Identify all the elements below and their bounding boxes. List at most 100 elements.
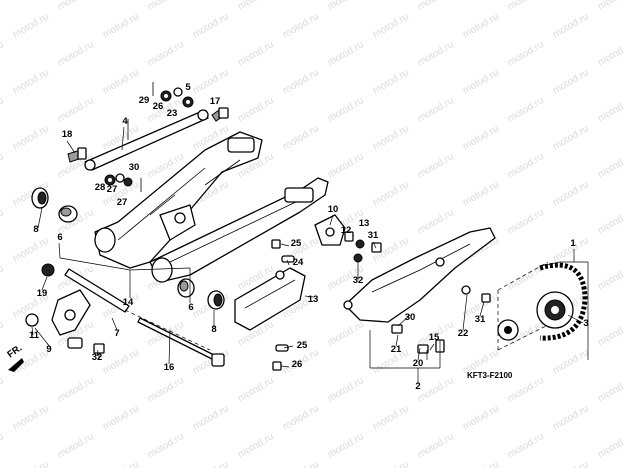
watermark-text: motod.ru (281, 123, 321, 152)
watermark-text: motod.ru (146, 431, 186, 460)
leader-line (567, 314, 584, 324)
watermark-text: motod.ru (101, 403, 141, 432)
watermark-text: motod.ru (551, 11, 591, 40)
leader-line (397, 314, 411, 327)
leader-lines (31, 126, 589, 383)
leader-line (417, 347, 421, 361)
leader-line (286, 259, 290, 266)
watermark-text: motod.ru (371, 459, 411, 468)
callout-5: 5 (185, 82, 191, 93)
callout-27: 27 (107, 184, 118, 195)
callout-27: 27 (117, 197, 128, 208)
watermark-text: motod.ru (101, 459, 141, 468)
watermark-text: motod.ru (0, 151, 6, 180)
leader-line (121, 126, 125, 151)
watermark-text: motod.ru (371, 11, 411, 40)
watermark-text: motod.ru (281, 403, 321, 432)
callout-31: 31 (475, 314, 486, 325)
watermark-text: motod.ru (596, 207, 625, 236)
watermark-text: motod.ru (11, 459, 51, 468)
callout-26: 26 (292, 359, 303, 370)
watermark-text: motod.ru (281, 11, 321, 40)
watermark-text: motod.ru (461, 403, 501, 432)
watermark-text: motod.ru (146, 39, 186, 68)
leader-line (372, 241, 377, 249)
watermark-text: motod.ru (506, 431, 546, 460)
leader-line (96, 349, 99, 357)
watermark-text: motod.ru (416, 95, 456, 124)
watermark-text: motod.ru (506, 0, 546, 13)
callout-8: 8 (211, 324, 216, 335)
drive-chain (497, 261, 588, 351)
leader-line (304, 295, 314, 298)
watermark-text: motod.ru (371, 179, 411, 208)
callout-3: 3 (583, 318, 588, 329)
callout-19: 19 (37, 288, 48, 299)
callout-15: 15 (429, 332, 440, 343)
leader-line (280, 365, 290, 368)
watermark-text: motod.ru (461, 459, 501, 468)
leader-line (168, 329, 171, 365)
watermark-text: motod.ru (506, 151, 546, 180)
callout-1: 1 (570, 238, 576, 249)
bolt-18 (211, 107, 229, 122)
bracket-10 (314, 214, 346, 246)
leader-line (280, 243, 290, 247)
leader-line (58, 242, 61, 259)
bracket-bolts (344, 231, 382, 263)
watermark-text: motod.ru (236, 95, 276, 124)
callout-12: 12 (341, 225, 352, 236)
watermark-text: motod.ru (11, 11, 51, 40)
watermark-text: motod.ru (551, 179, 591, 208)
watermark-text: motod.ru (191, 403, 231, 432)
watermark-text: motod.ru (461, 11, 501, 40)
diagram-code: KFT3-F2100 (467, 371, 513, 380)
watermark-text: motod.ru (56, 95, 96, 124)
leader-line (37, 207, 43, 229)
leader-line (429, 343, 435, 351)
callout-28: 28 (95, 182, 106, 193)
pivot-shaft (64, 268, 211, 351)
callout-13: 13 (359, 218, 370, 229)
watermark-text: motod.ru (416, 375, 456, 404)
watermark-text: motod.ru (596, 431, 625, 460)
leader-line (31, 326, 34, 336)
callout-21: 21 (391, 344, 402, 355)
chain-case (343, 227, 496, 323)
watermark-text: motod.ru (416, 0, 456, 13)
callout-32: 32 (353, 275, 364, 286)
leader-line (66, 140, 76, 154)
watermark-text: motod.ru (596, 375, 625, 404)
watermark-text: motod.ru (596, 0, 625, 13)
leader-line (129, 267, 191, 271)
watermark-text: motod.ru (416, 207, 456, 236)
watermark-text: motod.ru (0, 207, 6, 236)
callout-17: 17 (210, 96, 221, 107)
watermark-text: motod.ru (281, 67, 321, 96)
watermark-text: motod.ru (101, 11, 141, 40)
direction-label: FR. (5, 343, 24, 361)
watermark-text: motod.ru (191, 459, 231, 468)
callout-7: 7 (114, 328, 119, 339)
watermark-text: motod.ru (326, 39, 366, 68)
callout-25: 25 (297, 340, 308, 351)
watermark-text: motod.ru (326, 0, 366, 13)
callout-23: 23 (167, 108, 178, 119)
watermark-text: motod.ru (0, 95, 6, 124)
watermark-text: motod.ru (416, 431, 456, 460)
watermark-text: motod.ru (0, 375, 6, 404)
callout-30: 30 (405, 312, 416, 323)
leader-line (34, 327, 51, 348)
callout-31: 31 (368, 230, 379, 241)
watermark-text: motod.ru (326, 375, 366, 404)
leader-line (111, 317, 118, 331)
axle-17 (137, 317, 225, 367)
watermark-text: motod.ru (101, 347, 141, 376)
callout-30: 30 (129, 162, 140, 173)
watermark-text: motod.ru (596, 319, 625, 348)
watermark-text: motod.ru (101, 67, 141, 96)
watermark-text: motod.ru (416, 151, 456, 180)
watermark-text: motod.ru (236, 39, 276, 68)
watermark-text: motod.ru (0, 263, 6, 292)
